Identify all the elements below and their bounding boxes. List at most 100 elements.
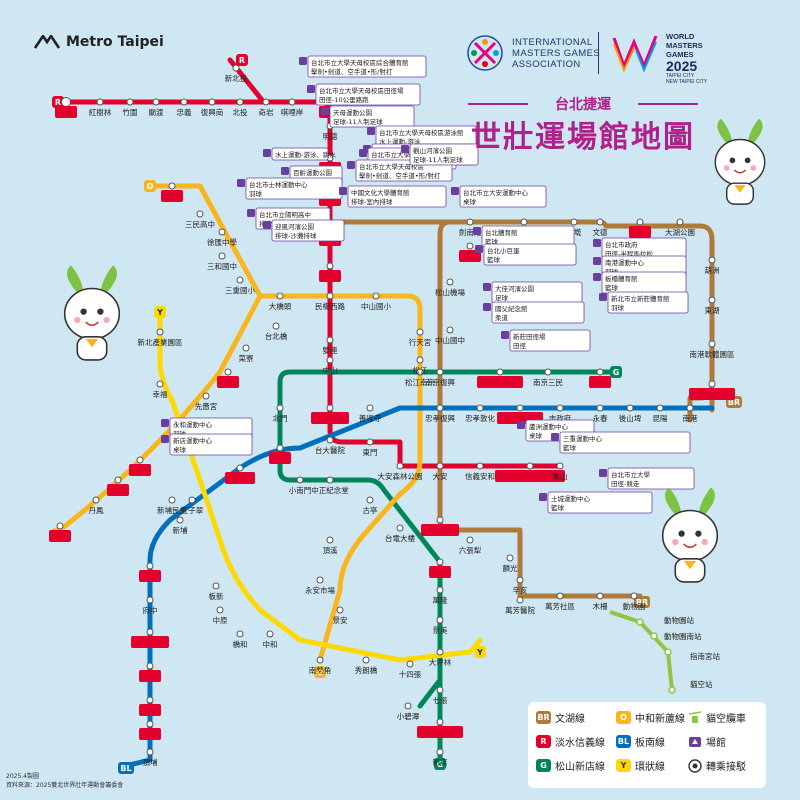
station-hongshulin[interactable]: 紅樹林 — [89, 98, 112, 117]
station-longshan[interactable]: 龍山寺 — [225, 464, 255, 484]
station-xinpumin[interactable]: 新埔民生 — [157, 496, 187, 515]
station-xingfu[interactable]: 幸福 — [153, 380, 168, 399]
station-banxin[interactable]: 板新 — [209, 582, 224, 601]
station-nangang[interactable]: 南港 — [683, 404, 698, 423]
station-xuzhong[interactable]: 徐匯中學 — [207, 228, 237, 247]
station-zoo[interactable]: 動物園 — [623, 592, 646, 611]
station-nangangsoft[interactable]: 南港軟體園區 — [690, 340, 735, 359]
station-wanfangcomm[interactable]: 萬芳社區 — [545, 592, 575, 611]
station-songshanairport[interactable]: 松山機場 — [435, 278, 465, 297]
station-xianse[interactable]: 先嗇宮 — [195, 392, 218, 411]
station-xiangshan[interactable]: 象山 — [553, 462, 568, 481]
station-huzhou[interactable]: 葫洲 — [705, 256, 720, 275]
station-neihu[interactable]: 內湖 — [629, 218, 651, 238]
station-muzha[interactable]: 木柵 — [593, 592, 608, 611]
station-danshui[interactable]: 淡水 — [55, 97, 77, 119]
station-yongchun[interactable]: 永春 — [593, 404, 608, 423]
station-qiyan[interactable]: 奇岩 — [259, 98, 274, 117]
station-jingan[interactable]: 景安 — [333, 606, 348, 625]
station-jingmei[interactable]: 景美 — [433, 616, 448, 635]
station-nanjingfuxing[interactable]: 南京復興 — [425, 368, 455, 387]
station-beimen[interactable]: 北門 — [273, 404, 288, 423]
station-sanchongst[interactable]: 三重 — [217, 368, 239, 388]
station-ntuh[interactable]: 台大醫院 — [315, 436, 345, 455]
station-yongning[interactable]: 永寧 — [139, 720, 161, 740]
station-xindianoffice[interactable]: 新店區公所 — [417, 718, 463, 738]
station-jiangzicui[interactable]: 江子翠 — [181, 496, 204, 515]
station-zhuwei[interactable]: 竹圍 — [123, 98, 138, 117]
station-xiaonanmen[interactable]: 小南門 — [289, 476, 312, 495]
station-qizhang[interactable]: 七張 — [433, 686, 448, 705]
station-yuanshan[interactable]: 圓山 — [319, 262, 341, 282]
station-zhongshan[interactable]: 中山 — [323, 356, 338, 375]
station-shuanglian[interactable]: 雙連 — [323, 336, 338, 355]
station-zhongxiaofuxing[interactable]: 忠孝復興 — [425, 404, 455, 423]
station-jiannan[interactable]: 劍南路 — [459, 218, 482, 237]
station-nangangex[interactable]: 南港展覽館 — [689, 380, 735, 400]
station-songjiang[interactable]: 松江 — [413, 356, 428, 375]
station-dazhi[interactable]: 大直 — [459, 242, 481, 262]
station-daan[interactable]: 大安 — [433, 462, 448, 481]
station-gongguan[interactable]: 公館 — [429, 558, 451, 578]
metro-taipei-logo[interactable]: Metro Taipei — [34, 34, 164, 50]
station-wanlong[interactable]: 萬隆 — [433, 586, 448, 605]
station-nanjingsanmin[interactable]: 南京三民 — [533, 368, 563, 387]
station-zhongshanjr[interactable]: 中山國中 — [435, 326, 465, 345]
station-xiulang[interactable]: 秀朗橋 — [355, 656, 378, 675]
station-qilian[interactable]: 唭哩岸 — [281, 98, 304, 117]
station-dingxi[interactable]: 頂溪 — [323, 536, 338, 555]
station-dongmen[interactable]: 東門 — [363, 438, 378, 457]
station-tucheng[interactable]: 土城 — [139, 696, 161, 716]
station-technology[interactable]: 科技大樓 — [421, 516, 459, 536]
station-xinbeitou[interactable]: 新北投 — [225, 64, 248, 83]
station-songjiangnanjing[interactable]: 松江南京 — [405, 368, 435, 387]
station-xinyianhe[interactable]: 信義安和 — [465, 462, 495, 481]
station-wanfang[interactable]: 萬芳醫院 — [505, 596, 535, 615]
station-daqiaotou[interactable]: 大橋頭 — [269, 292, 292, 311]
station-liuzhangli[interactable]: 六張犁 — [459, 536, 482, 555]
station-dapinglin[interactable]: 大坪林 — [429, 648, 452, 667]
gondola-station[interactable]: 指南宮站 — [664, 648, 720, 661]
station-huilong[interactable]: 迴龍 — [49, 522, 71, 542]
station-xingtian[interactable]: 行天宮 — [409, 328, 432, 347]
station-yongan[interactable]: 永安市場 — [305, 576, 335, 595]
station-guting[interactable]: 古亭 — [363, 496, 378, 515]
station-fuxinggang[interactable]: 復興崗 — [201, 98, 224, 117]
station-fujen[interactable]: 輔大 — [107, 476, 129, 496]
station-haishan[interactable]: 海山 — [139, 662, 161, 682]
station-ximen[interactable]: 西門 — [269, 444, 291, 464]
station-sanmin[interactable]: 三民高中 — [185, 210, 215, 229]
station-xinpu[interactable]: 新埔 — [173, 516, 188, 535]
station-taipei101[interactable]: 台北101/世貿 — [495, 462, 565, 482]
venue-callout[interactable]: 水上運動-游泳、跳水 — [263, 147, 336, 161]
station-luzhou[interactable]: 蘆洲 — [161, 182, 183, 202]
station-beitou[interactable]: 北投 — [233, 98, 248, 117]
station-fuzhong[interactable]: 府中 — [143, 596, 158, 615]
gondola-station[interactable]: 動物園站 — [636, 615, 694, 626]
station-cailiao[interactable]: 菜寮 — [239, 344, 254, 363]
station-danfeng[interactable]: 丹鳳 — [89, 496, 104, 515]
station-qiaohe[interactable]: 橋和 — [233, 630, 248, 649]
station-taipeibridge[interactable]: 台北橋 — [265, 322, 288, 341]
station-dingpu[interactable]: 頂埔 — [143, 748, 158, 767]
station-xinzhuang[interactable]: 新莊 — [129, 456, 151, 476]
